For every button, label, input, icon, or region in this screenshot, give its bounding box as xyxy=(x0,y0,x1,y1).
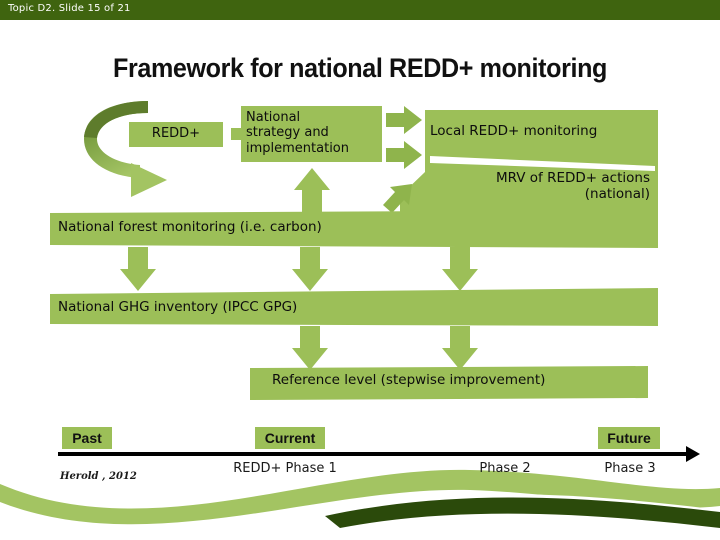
header-bar xyxy=(0,0,720,20)
arrow-down-forest-1 xyxy=(120,247,156,291)
mrv-actions-label: MRV of REDD+ actions (national) xyxy=(495,170,650,202)
redd-box-label: REDD+ xyxy=(151,126,201,141)
timeline-chip-past: Past xyxy=(62,427,112,449)
national-forest-monitoring-label: National forest monitoring (i.e. carbon) xyxy=(58,219,322,235)
arrow-down-forest-3 xyxy=(442,247,478,291)
timeline-chip-current: Current xyxy=(255,427,325,449)
national-ghg-inventory-label: National GHG inventory (IPCC GPG) xyxy=(58,299,298,315)
timeline-axis xyxy=(58,452,688,456)
timeline-phase-3: Phase 3 xyxy=(604,461,656,476)
local-monitoring-label: Local REDD+ monitoring xyxy=(430,123,598,139)
citation-label: Herold , 2012 xyxy=(60,471,137,482)
timeline-phase-2: Phase 2 xyxy=(479,461,531,476)
reference-level-label: Reference level (stepwise improvement) xyxy=(272,372,546,388)
arrow-down-ghg-2 xyxy=(442,326,478,370)
arrow-strategy-to-mrv xyxy=(386,141,422,169)
arrow-up-forest-to-strategy xyxy=(294,168,330,212)
timeline-phase-1: REDD+ Phase 1 xyxy=(233,461,337,476)
slide-counter-text: Topic D2. Slide 15 of 21 xyxy=(8,3,131,14)
page-title: Framework for national REDD+ monitoring xyxy=(112,53,608,83)
arrow-strategy-to-local xyxy=(386,106,422,134)
arrow-down-ghg-1 xyxy=(292,326,328,370)
timeline-arrowhead-icon xyxy=(686,446,700,462)
national-strategy-label: National strategy and implementation xyxy=(246,110,350,156)
timeline-chip-future: Future xyxy=(598,427,660,449)
arrow-down-forest-2 xyxy=(292,247,328,291)
feedback-curved-arrow xyxy=(84,101,167,197)
